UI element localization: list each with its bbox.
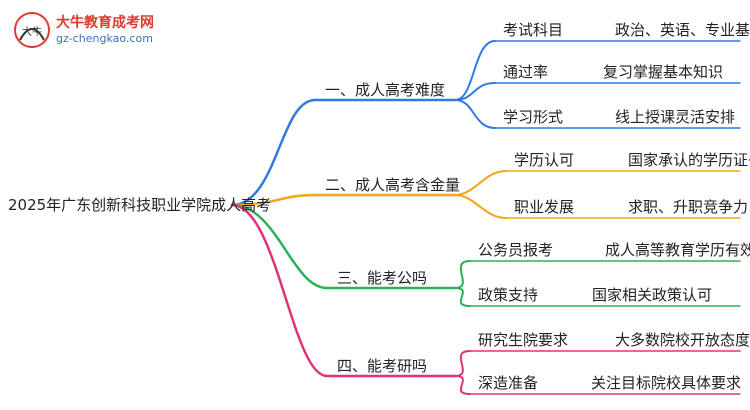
leaf-key: 学历认可 [514, 151, 575, 169]
leaf-value: 政治、英语、专业基础 [615, 21, 750, 39]
leaf-key: 职业发展 [514, 198, 575, 216]
leaf-value: 国家承认的学历证书 [628, 151, 750, 169]
leaf-value: 国家相关政策认可 [592, 286, 713, 304]
logo-mark-text: 大牛 [22, 25, 42, 38]
root-topic: 2025年广东创新科技职业学院成人高考 [8, 196, 272, 214]
leaf-value: 成人高等教育学历有效 [605, 241, 750, 259]
leaf-connector [454, 287, 471, 307]
leaf-connector [454, 260, 471, 289]
branch-label: 二、成人高考含金量 [325, 176, 461, 194]
leaf-key: 学习形式 [503, 108, 564, 126]
leaf-key: 深造准备 [478, 374, 539, 392]
site-logo: 大牛 大牛教育成考网 gz-chengkao.com [12, 8, 162, 52]
leaf-key: 公务员报考 [478, 241, 554, 259]
leaf-key: 通过率 [503, 63, 549, 81]
leaf-connector [454, 99, 496, 129]
leaf-connector [454, 375, 471, 395]
leaf-connector [454, 170, 507, 196]
leaf-connector [454, 194, 507, 219]
branch-connector [230, 193, 317, 207]
logo-url: gz-chengkao.com [56, 32, 153, 45]
branch-connector [230, 203, 329, 290]
leaf-value: 复习掌握基本知识 [603, 63, 724, 81]
leaf-value: 求职、升职竞争力 [628, 198, 749, 216]
branch-label: 三、能考公吗 [337, 269, 428, 287]
logo-mark-icon: 大牛 [14, 12, 50, 48]
branch-label: 四、能考研吗 [337, 357, 428, 375]
leaf-key: 考试科目 [503, 21, 564, 39]
branch-connector [230, 203, 329, 378]
leaf-connector [454, 350, 471, 377]
leaf-value: 关注目标院校具体要求 [591, 374, 742, 392]
leaf-key: 政策支持 [478, 286, 539, 304]
leaf-key: 研究生院要求 [478, 331, 569, 349]
branch-label: 一、成人高考难度 [325, 81, 446, 99]
logo-name: 大牛教育成考网 [56, 15, 154, 31]
leaf-value: 线上授课灵活安排 [615, 108, 736, 126]
leaf-connector [454, 40, 496, 101]
branch-connector [230, 98, 317, 207]
leaf-value: 大多数院校开放态度 [615, 331, 750, 349]
